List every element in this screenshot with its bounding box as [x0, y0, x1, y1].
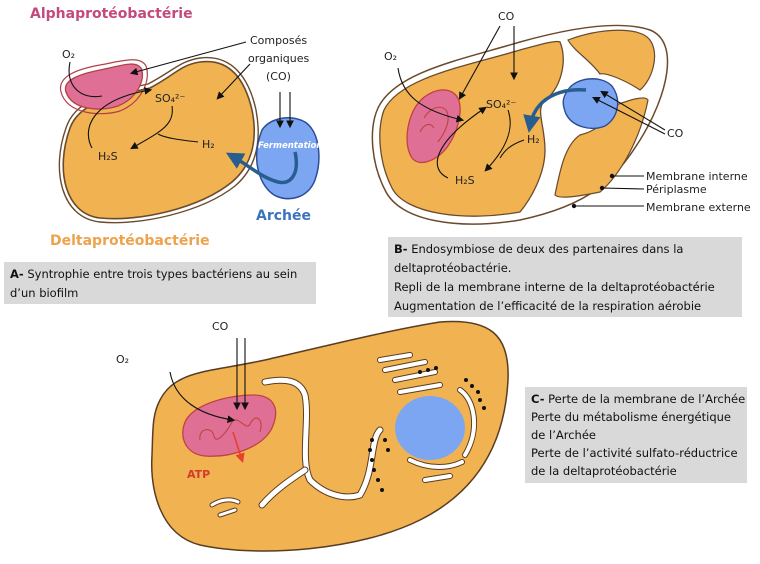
- o2-label-b: O₂: [384, 50, 397, 63]
- h2s-label-b: H₂S: [455, 174, 475, 187]
- panel-a: Alphaprotéobactérie Fermentation O₂ SO₄²…: [30, 6, 322, 249]
- outer-membrane-label: Membrane externe: [646, 201, 751, 214]
- caption-b-line-4: Augmentation de l’efficacité de la respi…: [394, 299, 702, 313]
- periplasm-label: Périplasme: [646, 183, 707, 196]
- organics-label-line2: organiques: [248, 52, 310, 65]
- delta-compartment-top-b: [567, 29, 655, 91]
- caption-b-line-1: Endosymbiose de deux des partenaires dan…: [411, 242, 684, 256]
- atp-label-c: ATP: [187, 468, 210, 481]
- mitochondrion-c: [182, 394, 277, 457]
- co-right-label-b: CO: [667, 127, 684, 140]
- archaea-endosymbiont-b: [562, 78, 619, 130]
- deltaproteobacteria-title: Deltaprotéobactérie: [50, 233, 210, 249]
- caption-b-prefix: B-: [394, 242, 408, 256]
- h2-transfer-arrow-b: [523, 88, 587, 133]
- caption-b-line-3: Repli de la membrane interne de la delta…: [394, 280, 715, 294]
- h2s-label-a: H₂S: [98, 150, 118, 163]
- caption-c-line-4: Perte de l’activité sulfato-réductrice: [531, 446, 738, 460]
- o2-label-a: O₂: [62, 48, 75, 61]
- h2-label-a: H₂: [202, 138, 215, 151]
- delta-cytoplasm-b: [379, 40, 564, 217]
- alphaproteobacteria-title: Alphaprotéobactérie: [30, 6, 193, 22]
- fermentation-label: Fermentation: [258, 141, 322, 151]
- organics-label-line1: Composés: [250, 34, 307, 47]
- co-top-label-b: CO: [498, 10, 515, 23]
- panel-c: CO O₂ ATP: [116, 320, 509, 552]
- caption-b-line-2: deltaprotéobactérie.: [394, 261, 512, 275]
- delta-outer-membrane-a: [58, 56, 259, 224]
- caption-b: B- Endosymbiose de deux des partenaires …: [388, 237, 742, 317]
- alpha-outer-membrane-a: [60, 59, 148, 115]
- caption-c-line-1: Perte de la membrane de l’Archée: [548, 392, 746, 406]
- caption-c-line-2: Perte du métabolisme énergétique: [531, 410, 732, 424]
- eukaryotic-cell-c: [151, 320, 509, 552]
- caption-c-line-5: de la deltaprotéobactérie: [531, 464, 677, 478]
- panel-b: CO O₂ SO₄²⁻ H₂ H₂S CO Membrane interne P…: [371, 10, 751, 225]
- membrane-pointer-dots: [571, 173, 615, 209]
- h2-transfer-arrow-a: [225, 151, 298, 185]
- alphaproteobacterium-endosymbiont-b: [406, 89, 461, 163]
- nucleus-c: [395, 396, 465, 460]
- co-label-c: CO: [212, 320, 229, 333]
- sulfate-label-a: SO₄²⁻: [155, 92, 185, 105]
- archaea-cell-a: [255, 117, 320, 200]
- caption-c: C- Perte de la membrane de l’Archée Pert…: [525, 387, 747, 483]
- metabolic-arrows-a: [68, 41, 294, 150]
- caption-c-prefix: C-: [531, 392, 545, 406]
- sulfate-label-b: SO₄²⁻: [486, 98, 516, 111]
- ribosome-dots-c: [368, 366, 486, 492]
- caption-a: A- Syntrophie entre trois types bactérie…: [4, 262, 316, 304]
- caption-c-line-3: de l’Archée: [531, 428, 596, 442]
- archaea-title: Archée: [256, 208, 311, 224]
- organics-label-line3: (CO): [266, 70, 291, 83]
- metabolic-arrows-b: [397, 25, 666, 207]
- alphaproteobacterium-cell-a: [64, 63, 143, 110]
- h2-label-b: H₂: [527, 133, 540, 146]
- caption-a-line-2: d’un biofilm: [10, 286, 79, 300]
- endomembrane-system-c: [209, 352, 478, 518]
- metabolic-arrows-c: [169, 338, 249, 423]
- atp-output-arrow: [232, 431, 245, 464]
- caption-a-prefix: A-: [10, 267, 24, 281]
- alpha-cristae-b: [419, 106, 449, 143]
- caption-a-line-1: Syntrophie entre trois types bactériens …: [27, 267, 298, 281]
- inner-membrane-label: Membrane interne: [646, 170, 748, 183]
- delta-compartment-bottom-b: [554, 97, 649, 198]
- o2-label-c: O₂: [116, 353, 129, 366]
